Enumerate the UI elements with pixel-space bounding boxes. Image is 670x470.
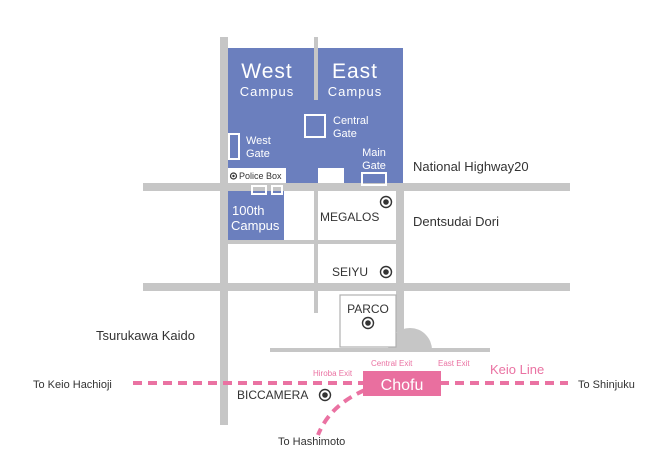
- police-box-block: [228, 168, 286, 183]
- campus-area: [228, 48, 403, 240]
- to-keio-hachioji-label: To Keio Hachioji: [33, 379, 112, 391]
- east-campus-notch: [318, 168, 344, 183]
- hundredth-campus-label-2: Campus: [231, 218, 280, 233]
- west-campus-title: West: [241, 60, 292, 83]
- parco-building: [339, 294, 397, 348]
- east-campus-title: East: [332, 60, 378, 83]
- hundredth-gate-right: [271, 185, 283, 195]
- to-hashimoto-label: To Hashimoto: [278, 436, 345, 448]
- west-gate-label-2: Gate: [246, 148, 270, 160]
- megalos-marker: MEGALOS: [320, 195, 393, 224]
- dentsudai-label: Dentsudai Dori: [413, 214, 499, 229]
- police-box-icon-dot: [232, 174, 235, 178]
- hundredth-campus-block: [228, 188, 284, 240]
- seiyu-icon: [379, 265, 393, 279]
- main-gate-label-1: Main: [362, 147, 386, 159]
- parco-label: PARCO: [347, 302, 389, 316]
- station-roundabout: [388, 328, 432, 350]
- keio-line-track: [133, 381, 568, 436]
- sagamihara-line-branch: [316, 388, 366, 436]
- roads: [143, 37, 570, 425]
- megalos-icon-dot: [383, 199, 389, 205]
- central-gate-label-2: Gate: [333, 128, 357, 140]
- west-gate-label-1: West: [246, 135, 271, 147]
- central-gate-label-1: Central: [333, 115, 368, 127]
- highway-label: National Highway20: [413, 159, 529, 174]
- hundredth-gate-left: [251, 185, 267, 195]
- tsurukawa-label: Tsurukawa Kaido: [96, 328, 195, 343]
- parco-icon: [361, 316, 375, 330]
- central-gate-marker: [304, 114, 326, 138]
- chofu-station-box: [363, 371, 441, 396]
- east-campus-block: [315, 48, 403, 183]
- police-box-label: Police Box: [239, 171, 282, 181]
- main-gate-label-2: Gate: [362, 160, 386, 172]
- east-campus-subtitle: Campus: [328, 84, 382, 99]
- parco-icon-dot: [365, 320, 371, 326]
- seiyu-label: SEIYU: [332, 265, 368, 279]
- seiyu-icon-dot: [383, 269, 389, 275]
- central-exit-label: Central Exit: [371, 359, 413, 368]
- parco-marker: PARCO: [339, 294, 397, 348]
- megalos-label: MEGALOS: [320, 210, 379, 224]
- biccamera-marker: BICCAMERA: [237, 388, 332, 402]
- hundredth-campus-label-1: 100th: [232, 203, 265, 218]
- east-exit-label: East Exit: [438, 359, 470, 368]
- biccamera-icon: [318, 388, 332, 402]
- west-gate-marker: [228, 133, 240, 160]
- chofu-station-name: Chofu: [381, 377, 424, 394]
- gates: [228, 114, 387, 195]
- west-campus-block: [228, 48, 315, 183]
- keio-line-label: Keio Line: [490, 362, 544, 377]
- hiroba-exit-label: Hiroba Exit: [313, 369, 353, 378]
- police-box-icon: [229, 172, 238, 180]
- to-shinjuku-label: To Shinjuku: [578, 379, 635, 391]
- seiyu-marker: SEIYU: [332, 265, 393, 279]
- megalos-icon: [379, 195, 393, 209]
- west-campus-subtitle: Campus: [240, 84, 294, 99]
- main-gate-marker: [361, 172, 387, 186]
- biccamera-icon-dot: [322, 392, 328, 398]
- biccamera-label: BICCAMERA: [237, 388, 308, 402]
